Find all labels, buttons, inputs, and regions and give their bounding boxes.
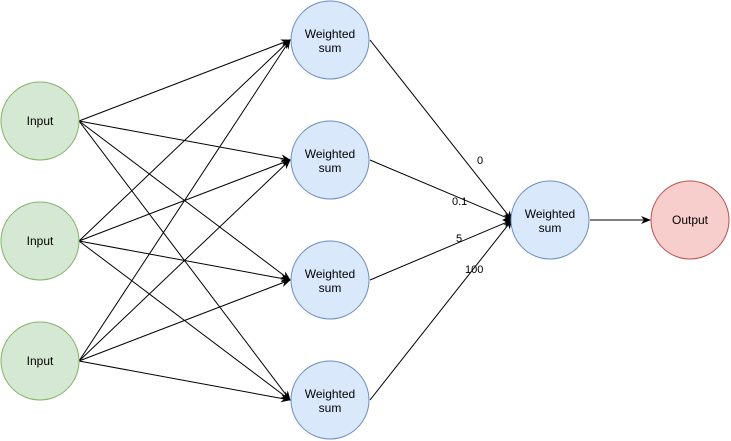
hidden-node: Weighted sum	[290, 0, 370, 80]
input-to-hidden-edge	[78, 39, 291, 242]
hidden-node-label-line1: Weighted	[305, 27, 355, 41]
output-node-circle	[650, 180, 730, 260]
hidden-node-label-line1: Weighted	[305, 267, 355, 281]
weight-label: 100	[465, 264, 483, 276]
output-node-label: Output	[672, 213, 709, 227]
weight-label: 5	[456, 233, 462, 245]
hidden-node-label-line2: sum	[319, 281, 342, 295]
hidden-node-label-line2: sum	[319, 41, 342, 55]
input-node-label: Input	[27, 234, 54, 248]
hidden-node: Weighted sum	[290, 120, 370, 200]
hidden-node-label-line2: sum	[319, 161, 342, 175]
input-node: Input	[0, 321, 80, 401]
input-to-hidden-edge	[78, 39, 291, 362]
hidden-to-combiner-edge	[369, 39, 513, 221]
hidden-to-combiner-edge	[369, 219, 513, 401]
input-node-circle	[0, 321, 80, 401]
hidden-node-label-line1: Weighted	[305, 387, 355, 401]
connection-edges	[78, 39, 651, 403]
hidden-to-combiner-edge	[369, 219, 513, 281]
hidden-to-combiner-edge	[369, 159, 513, 221]
hidden-node-circle	[290, 240, 370, 320]
input-node: Input	[0, 201, 80, 281]
combiner-node-label-line2: sum	[539, 221, 562, 235]
hidden-node-circle	[290, 0, 370, 80]
hidden-node: Weighted sum	[290, 360, 370, 440]
combiner-node-label-line1: Weighted	[525, 207, 575, 221]
input-node-circle	[0, 81, 80, 161]
input-to-hidden-edge	[78, 39, 291, 122]
input-to-hidden-edge	[78, 360, 291, 403]
hidden-node-label-line2: sum	[319, 401, 342, 415]
input-node: Input	[0, 81, 80, 161]
weight-label: 0.1	[452, 196, 467, 208]
hidden-node-label-line1: Weighted	[305, 147, 355, 161]
combiner-node-circle	[510, 180, 590, 260]
input-node-label: Input	[27, 114, 54, 128]
hidden-node-circle	[290, 120, 370, 200]
input-node-circle	[0, 201, 80, 281]
output-node: Output	[650, 180, 730, 260]
input-to-hidden-edge	[78, 279, 291, 362]
weight-label: 0	[477, 155, 483, 167]
input-to-hidden-edge	[78, 159, 291, 362]
combiner-node: Weighted sum	[510, 180, 590, 260]
hidden-node-circle	[290, 360, 370, 440]
hidden-node: Weighted sum	[290, 240, 370, 320]
input-node-label: Input	[27, 354, 54, 368]
